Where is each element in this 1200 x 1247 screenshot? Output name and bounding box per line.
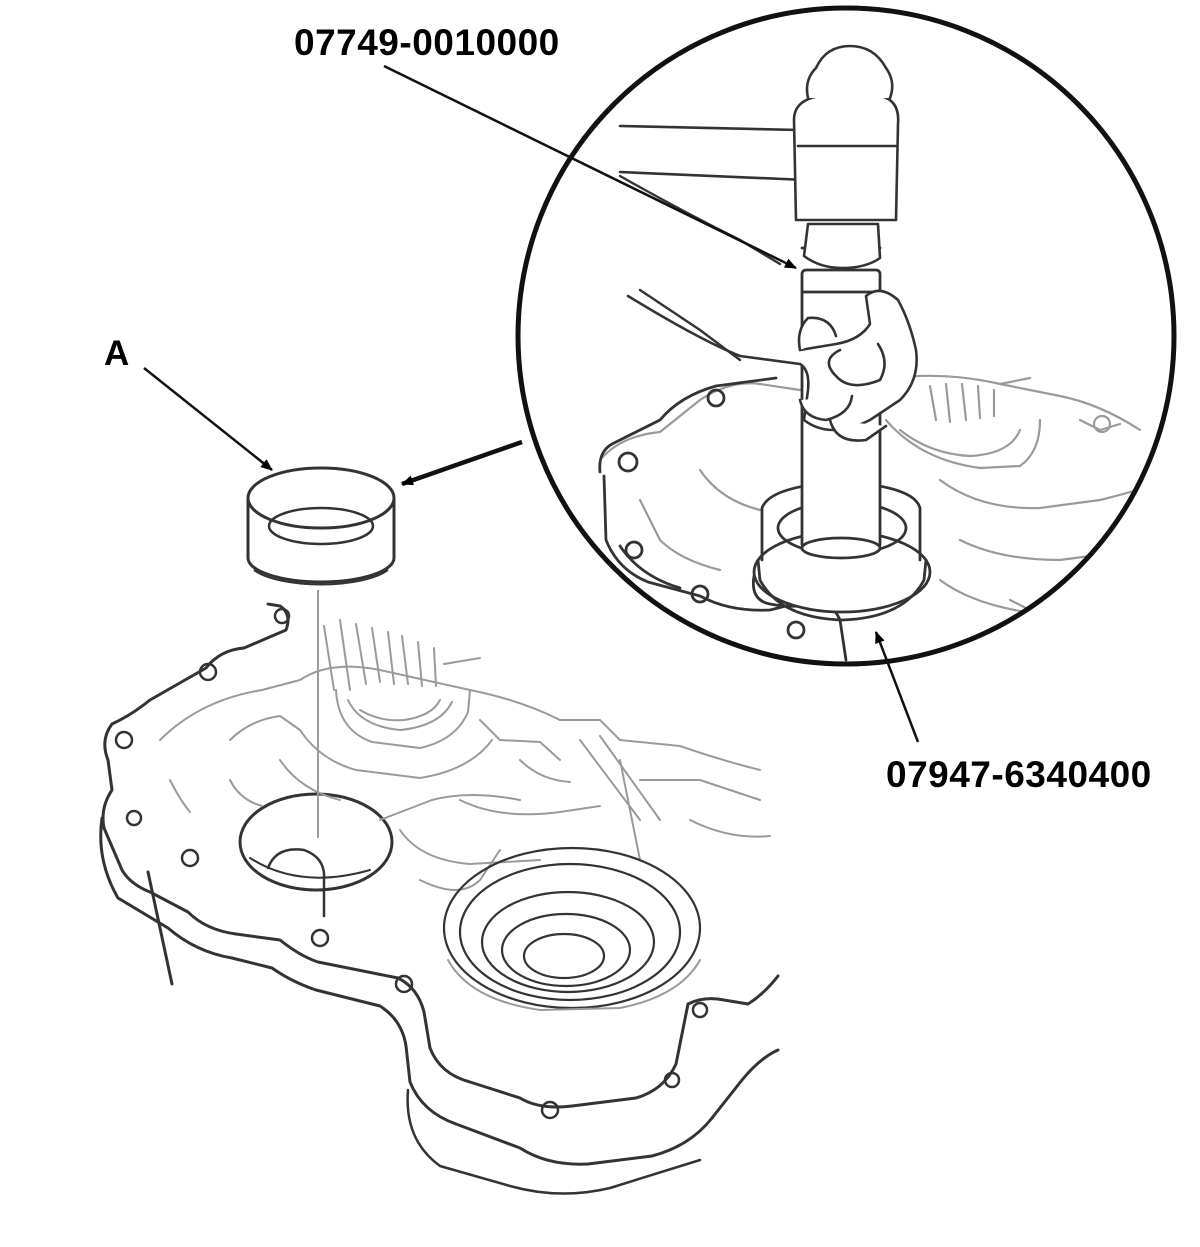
leader-attachment-tool: [874, 631, 920, 743]
transmission-housing: [99, 602, 780, 1195]
detail-view: [515, 5, 1177, 667]
driver-tool-label: 07749-0010000: [294, 22, 560, 63]
leader-driver-tool: [383, 64, 797, 270]
attachment-tool-label: 07947-6340400: [886, 754, 1152, 795]
detail-circle-border: [515, 5, 1177, 667]
leader-part-a: [143, 367, 273, 471]
detail-to-part-arrow: [401, 439, 523, 487]
part-a-label: A: [104, 334, 130, 373]
part-a-race: [246, 466, 396, 586]
